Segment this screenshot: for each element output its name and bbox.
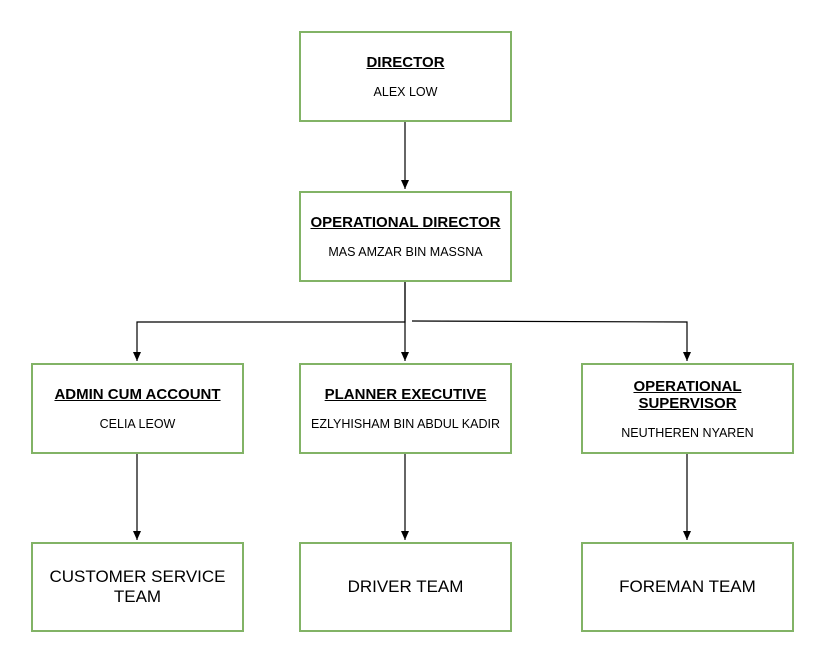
customer-service-node: CUSTOMER SERVICE TEAM	[31, 542, 244, 632]
operational-director-node: OPERATIONAL DIRECTOR MAS AMZAR BIN MASSN…	[299, 191, 512, 282]
director-name: ALEX LOW	[373, 85, 438, 99]
driver-label: DRIVER TEAM	[347, 577, 464, 596]
foreman-node: FOREMAN TEAM	[581, 542, 794, 632]
supervisor-name: NEUTHEREN NYAREN	[621, 425, 754, 440]
operational-director-name: MAS AMZAR BIN MASSNA	[328, 245, 483, 259]
driver-node: DRIVER TEAM	[299, 542, 512, 632]
admin-node: ADMIN CUM ACCOUNT CELIA LEOW	[31, 363, 244, 454]
admin-name: CELIA LEOW	[99, 417, 176, 431]
customer-service-label: CUSTOMER SERVICE TEAM	[49, 567, 226, 606]
foreman-label: FOREMAN TEAM	[619, 577, 756, 596]
operational-director-role: OPERATIONAL DIRECTOR	[310, 214, 501, 231]
planner-role: PLANNER EXECUTIVE	[324, 386, 487, 403]
planner-name: EZLYHISHAM BIN ABDUL KADIR	[311, 417, 500, 431]
planner-node: PLANNER EXECUTIVE EZLYHISHAM BIN ABDUL K…	[299, 363, 512, 454]
admin-role: ADMIN CUM ACCOUNT	[54, 386, 221, 403]
connector-operational-director-to-supervisor	[411, 320, 691, 361]
director-role: DIRECTOR	[366, 54, 445, 71]
director-node: DIRECTOR ALEX LOW	[299, 31, 512, 122]
supervisor-node: OPERATIONAL SUPERVISOR NEUTHEREN NYAREN	[581, 363, 794, 454]
supervisor-role: OPERATIONAL SUPERVISOR	[633, 377, 742, 412]
connector-operational-director-to-admin	[133, 282, 406, 361]
